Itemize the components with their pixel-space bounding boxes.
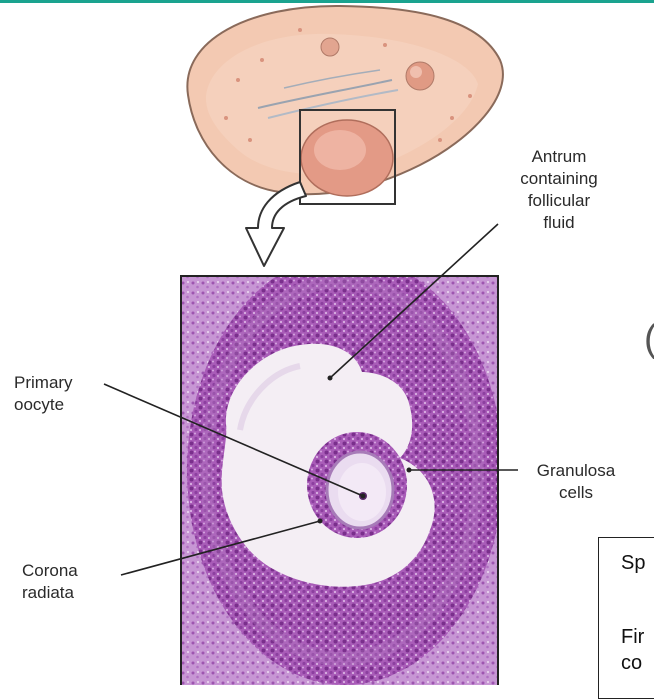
side-panel-line-3: co [621, 652, 642, 675]
antrum-label: Antrum containing follicular fluid [494, 146, 624, 234]
granulosa-cells-label: Granulosa cells [518, 460, 634, 504]
ovary-illustration [187, 6, 503, 204]
side-text-panel: Sp Fir co [598, 537, 654, 699]
side-panel-line-1: Sp [621, 552, 645, 575]
primary-oocyte-label: Primary oocyte [14, 372, 73, 416]
side-panel-line-2: Fir [621, 626, 644, 649]
corona-radiata-label: Corona radiata [22, 560, 78, 604]
partial-parenthesis: ( [644, 318, 654, 361]
diagram-canvas [0, 0, 654, 685]
zoom-arrow-icon [246, 182, 306, 266]
